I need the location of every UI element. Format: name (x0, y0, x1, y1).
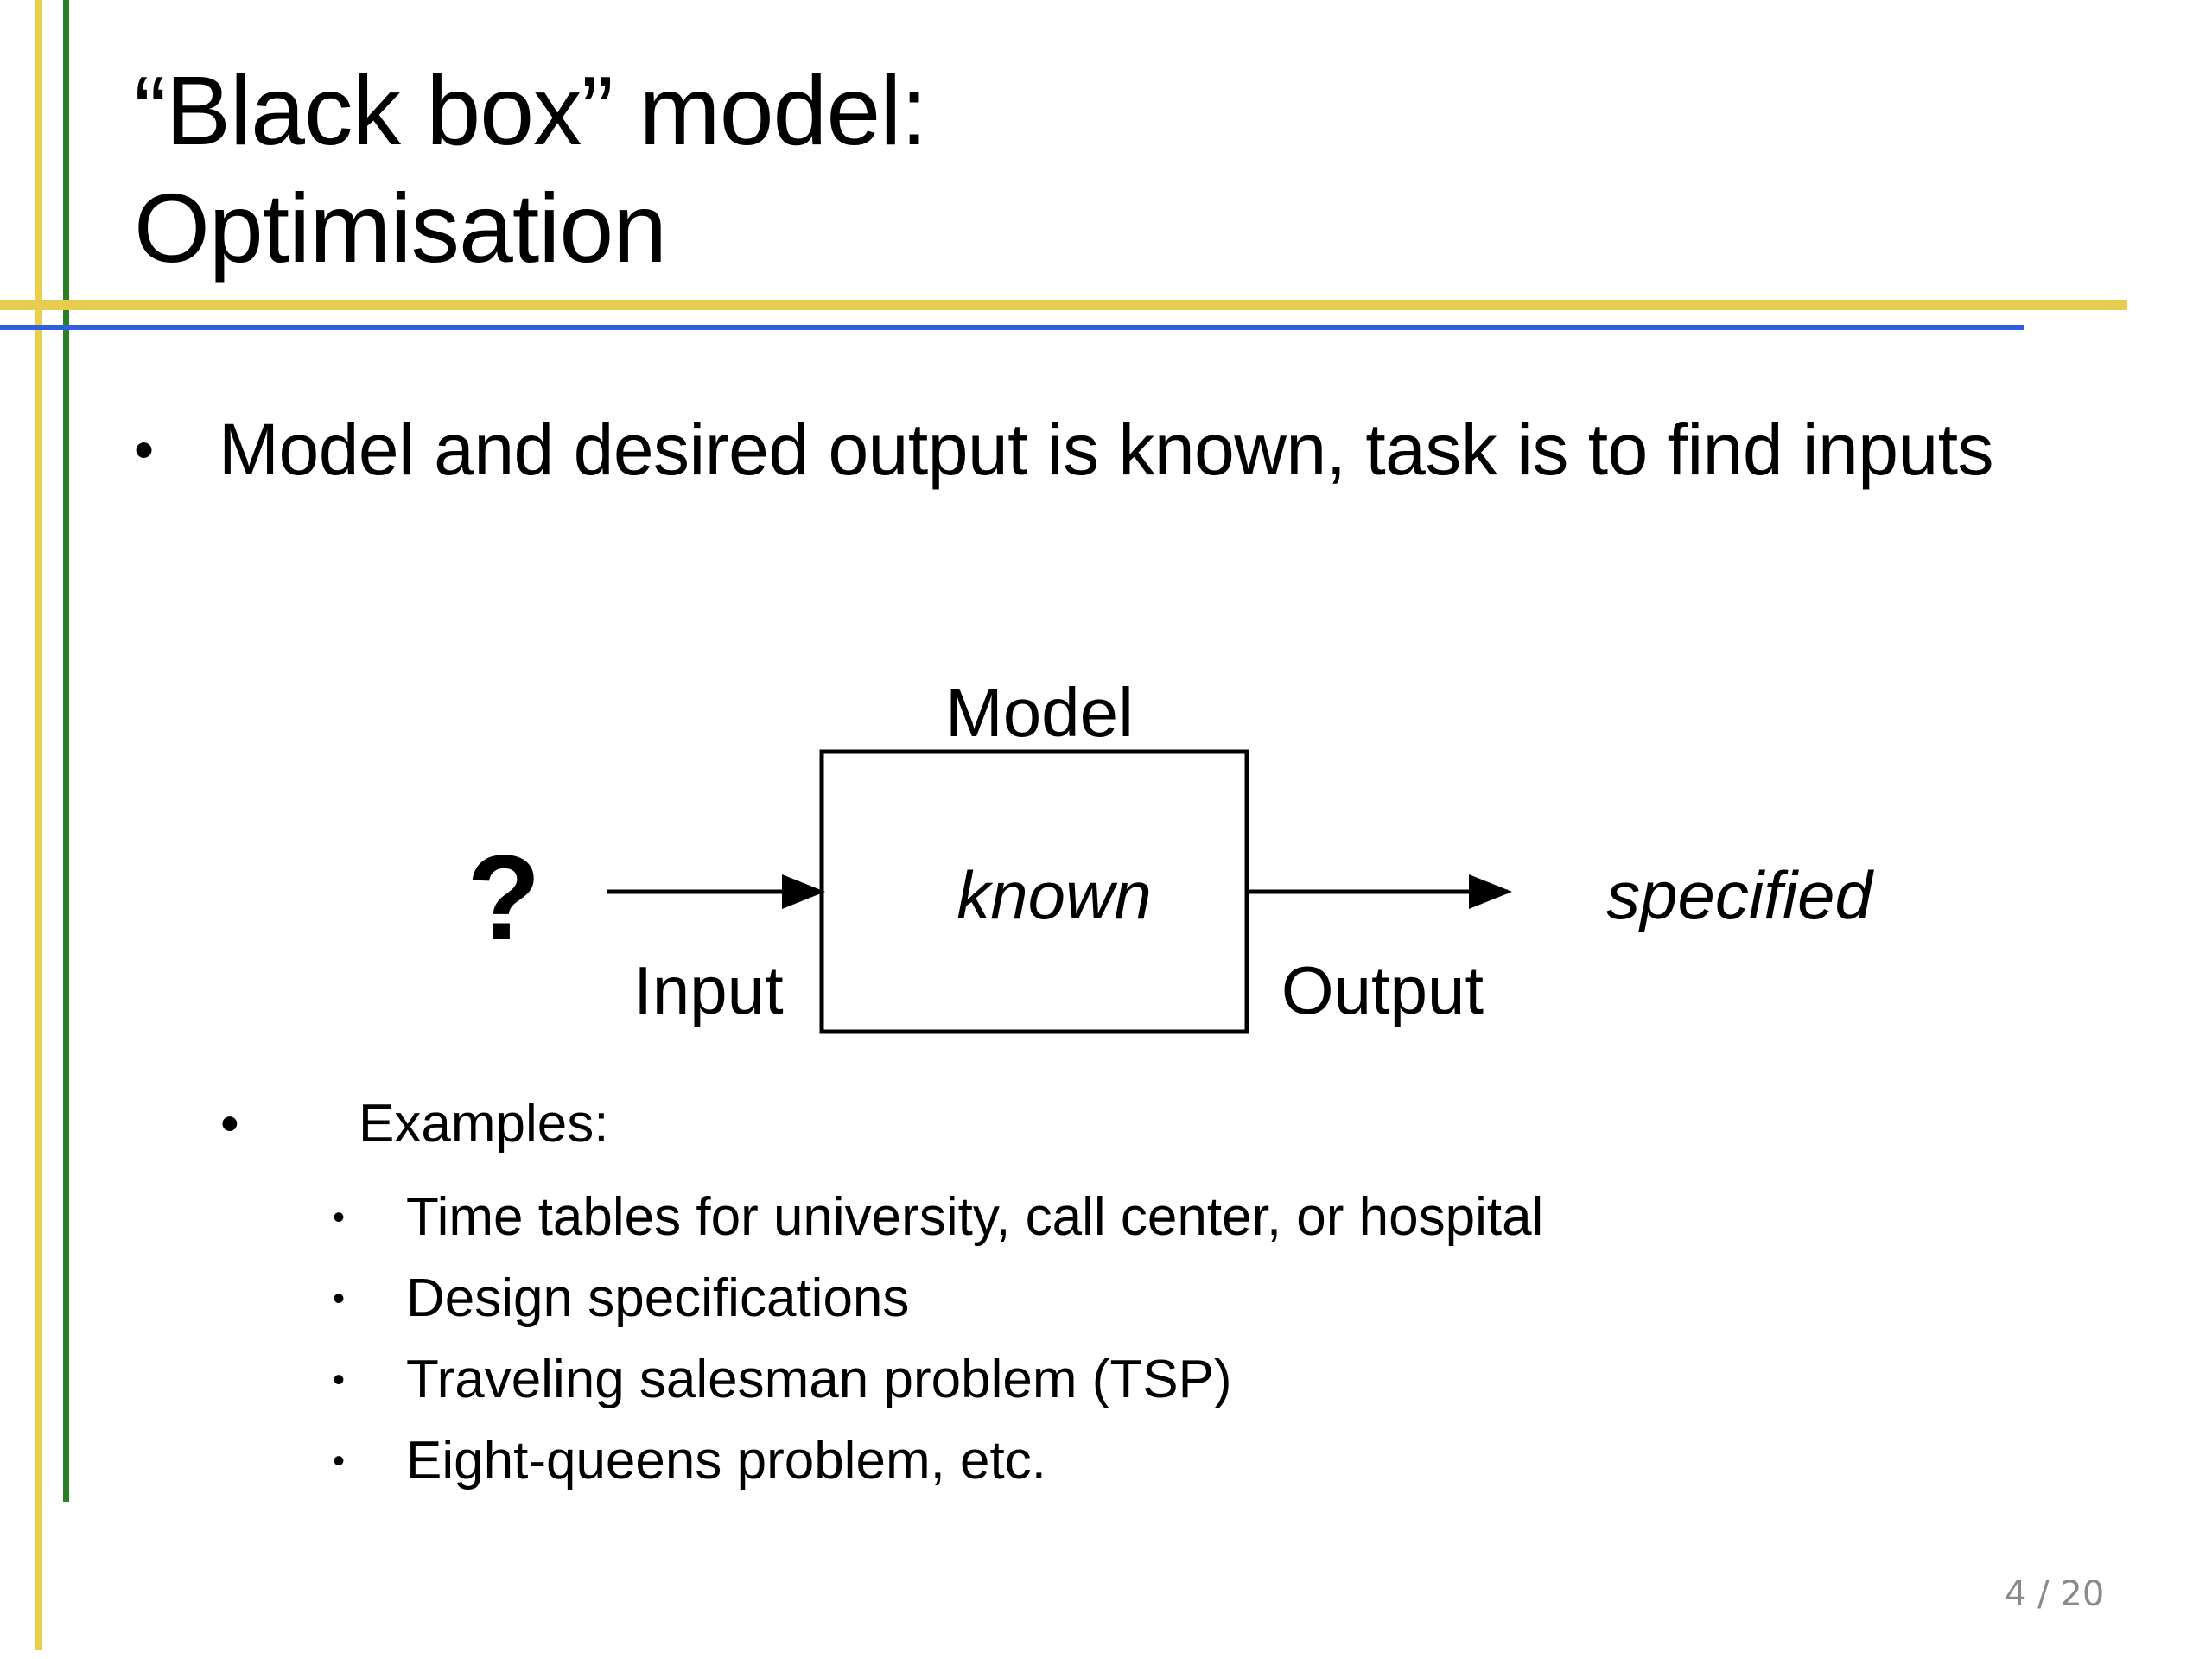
input-label: Input (633, 952, 784, 1028)
input-question-mark: ? (467, 830, 541, 965)
sub-bullet: • (333, 1442, 346, 1480)
slide-title: “Black box” model: Optimisation (134, 52, 928, 287)
title-line-2: Optimisation (134, 174, 667, 283)
model-label: Model (945, 674, 1134, 751)
output-label: Output (1281, 952, 1484, 1028)
sub-bullet: • (333, 1280, 346, 1318)
main-point-text: Model and desired output is known, task … (219, 409, 1994, 490)
model-box-text: known (957, 857, 1151, 933)
bullet-marker: • (134, 417, 154, 481)
sub-bullet: • (333, 1198, 346, 1236)
examples-bullet: • (220, 1094, 239, 1154)
title-blue-rule (0, 325, 2024, 330)
page-current: 4 (2005, 1574, 2027, 1614)
example-text: Time tables for university, call center,… (406, 1187, 1544, 1247)
page-number: 4 / 20 (2005, 1574, 2104, 1614)
output-value: specified (1606, 857, 1874, 933)
left-yellow-rule (35, 0, 42, 1650)
title-yellow-rule (0, 300, 2127, 310)
examples-heading: Examples: (359, 1094, 609, 1154)
example-text: Design specifications (406, 1268, 910, 1328)
example-text: Eight-queens problem, etc. (406, 1431, 1046, 1491)
sub-bullet: • (333, 1361, 346, 1399)
example-text: Traveling salesman problem (TSP) (406, 1350, 1232, 1409)
left-green-rule (63, 0, 69, 1502)
title-line-1: “Black box” model: (134, 56, 928, 165)
page-total: / 20 (2037, 1574, 2105, 1614)
